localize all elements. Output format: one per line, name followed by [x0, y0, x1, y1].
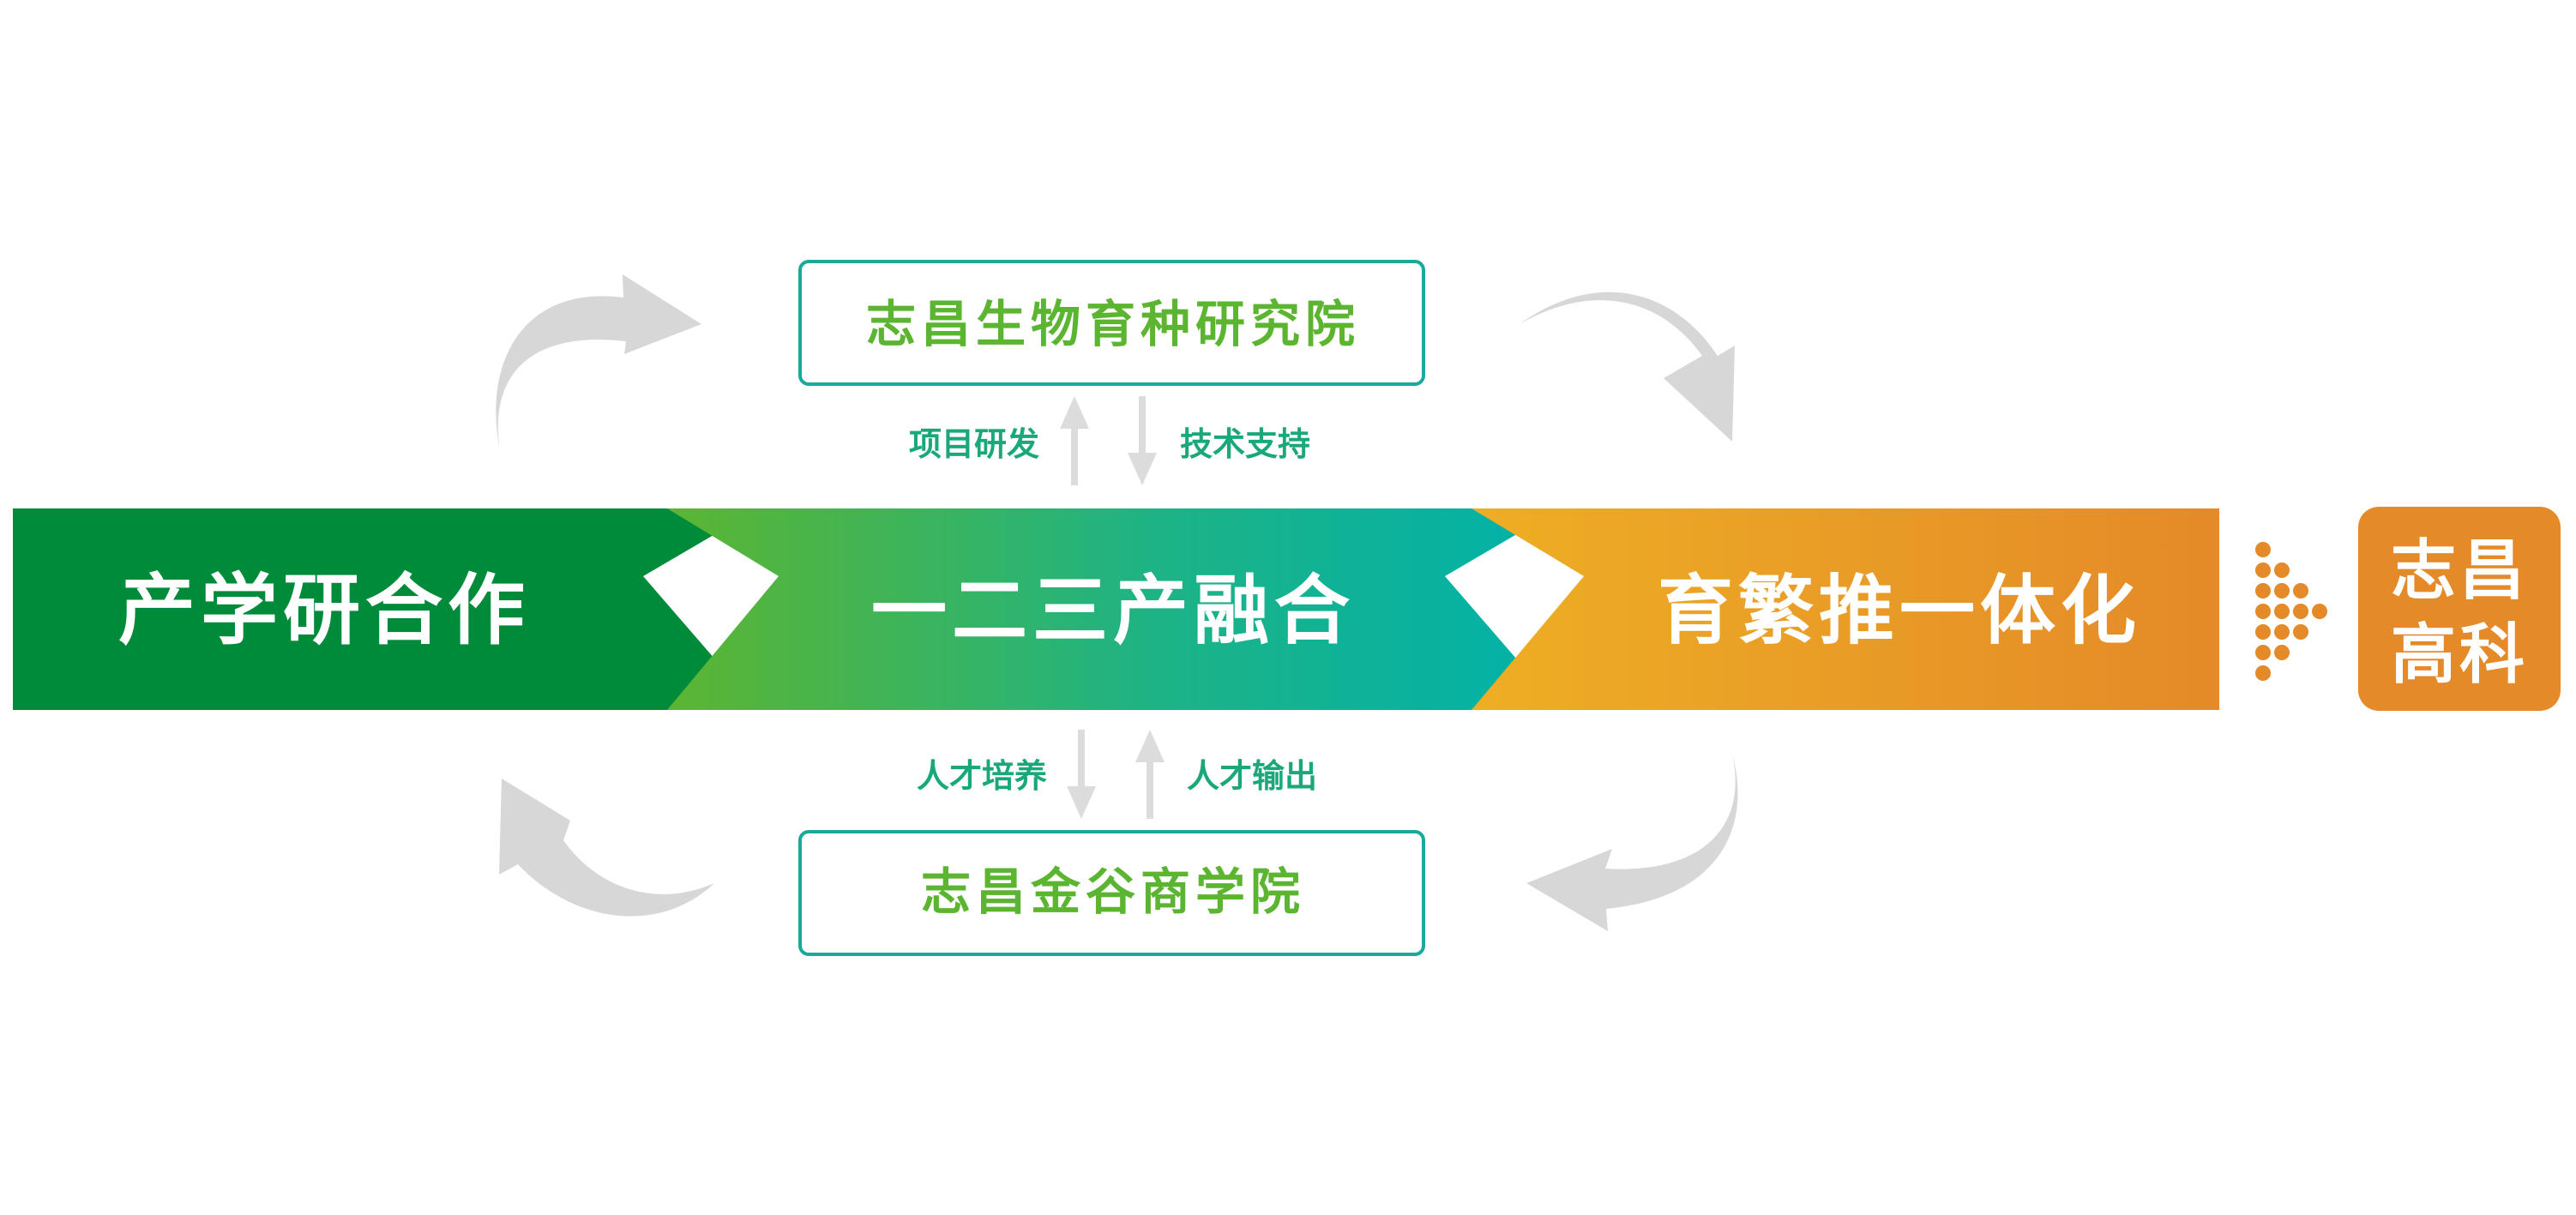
research-institute-box: 志昌生物育种研究院 — [798, 260, 1425, 386]
curved-arrow-icon — [496, 274, 701, 450]
business-school-label: 志昌金谷商学院 — [921, 863, 1305, 921]
curved-arrow-icon — [1526, 755, 1738, 931]
down-arrow-icon — [1067, 730, 1096, 819]
three-industry-fusion-label: 一二三产融合 — [871, 567, 1355, 655]
brand-box: 志昌 高科 — [2358, 507, 2561, 711]
tech-support-label: 技术支持 — [1180, 425, 1310, 463]
project-rd-label: 项目研发 — [909, 425, 1039, 463]
down-arrow-icon — [1128, 396, 1157, 485]
research-institute-label: 志昌生物育种研究院 — [866, 295, 1360, 353]
brand-line2: 高科 — [2391, 617, 2528, 693]
business-school-box: 志昌金谷商学院 — [798, 830, 1425, 956]
cycle-arrows — [496, 274, 1738, 931]
talent-cultivation-label: 人才培养 — [917, 757, 1047, 795]
brand-line1: 志昌 — [2391, 532, 2528, 609]
up-arrow-icon — [1060, 396, 1089, 485]
flow-arrows — [1060, 396, 1165, 819]
dotted-triangle-arrow-icon — [2255, 542, 2327, 681]
curved-arrow-icon — [1520, 292, 1735, 442]
main-band — [13, 508, 2219, 710]
industry-academia-label: 产学研合作 — [118, 566, 530, 656]
band-segment-three-industry-fusion — [667, 508, 1561, 710]
curved-arrow-icon — [499, 779, 714, 917]
band-segment-breeding-integration — [1472, 508, 2219, 710]
band-segment-industry-academia — [13, 508, 759, 710]
breeding-integration-label: 育繁推一体化 — [1658, 567, 2141, 655]
talent-output-label: 人才输出 — [1187, 757, 1317, 795]
up-arrow-icon — [1135, 730, 1165, 819]
